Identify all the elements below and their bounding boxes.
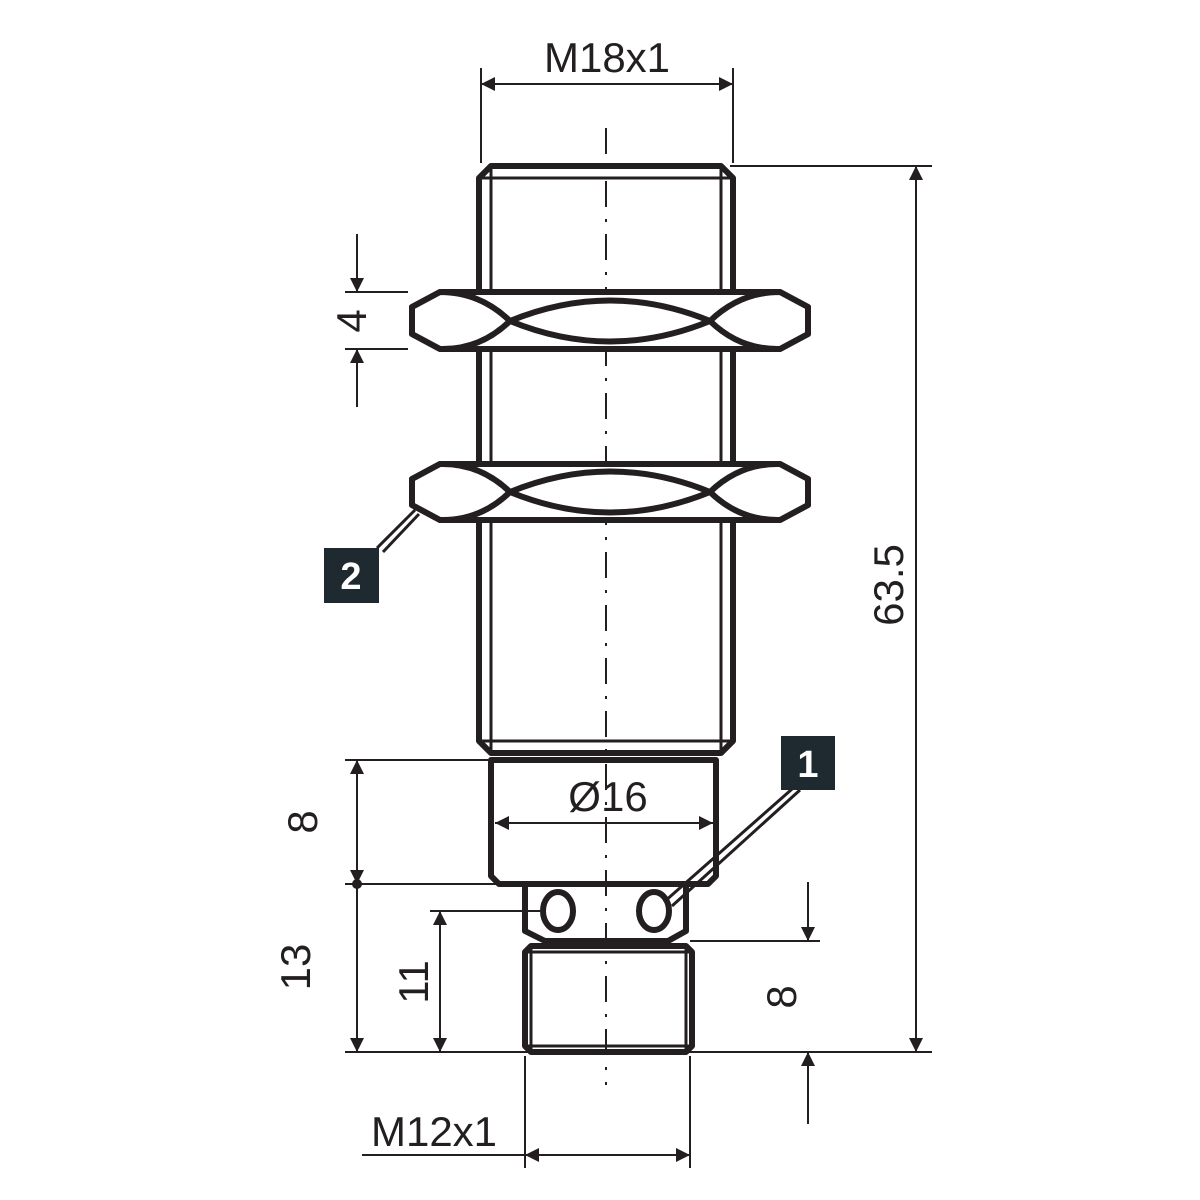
label-nut-thickness: 4 bbox=[328, 309, 375, 332]
callout-2-number: 2 bbox=[340, 556, 361, 598]
callout-2: 2 bbox=[324, 508, 421, 603]
mounting-nut-bottom bbox=[409, 460, 811, 524]
label-connector-thread-length: 8 bbox=[758, 985, 805, 1008]
collar bbox=[488, 757, 719, 887]
connector-neck bbox=[522, 884, 689, 944]
extension-lines bbox=[345, 68, 932, 1168]
label-connector-inner: 11 bbox=[390, 960, 437, 1004]
label-collar-length: 8 bbox=[279, 810, 326, 833]
dimension-lines bbox=[350, 77, 923, 1162]
label-thread-main: M18x1 bbox=[544, 34, 670, 81]
o-ring-right bbox=[636, 889, 672, 933]
label-thread-connector: M12x1 bbox=[371, 1108, 497, 1155]
label-total-length: 63.5 bbox=[865, 544, 912, 626]
label-connector-length: 13 bbox=[272, 944, 319, 991]
label-diameter-collar: Ø16 bbox=[568, 773, 647, 820]
callout-1-number: 1 bbox=[797, 744, 818, 786]
sensor-body bbox=[476, 163, 736, 756]
connector-thread bbox=[522, 943, 695, 1055]
callout-2-box bbox=[324, 548, 379, 603]
o-ring-left bbox=[540, 889, 576, 933]
mounting-nut-top bbox=[409, 289, 811, 353]
callout-1-box bbox=[781, 736, 835, 790]
callout-1: 1 bbox=[663, 736, 835, 908]
